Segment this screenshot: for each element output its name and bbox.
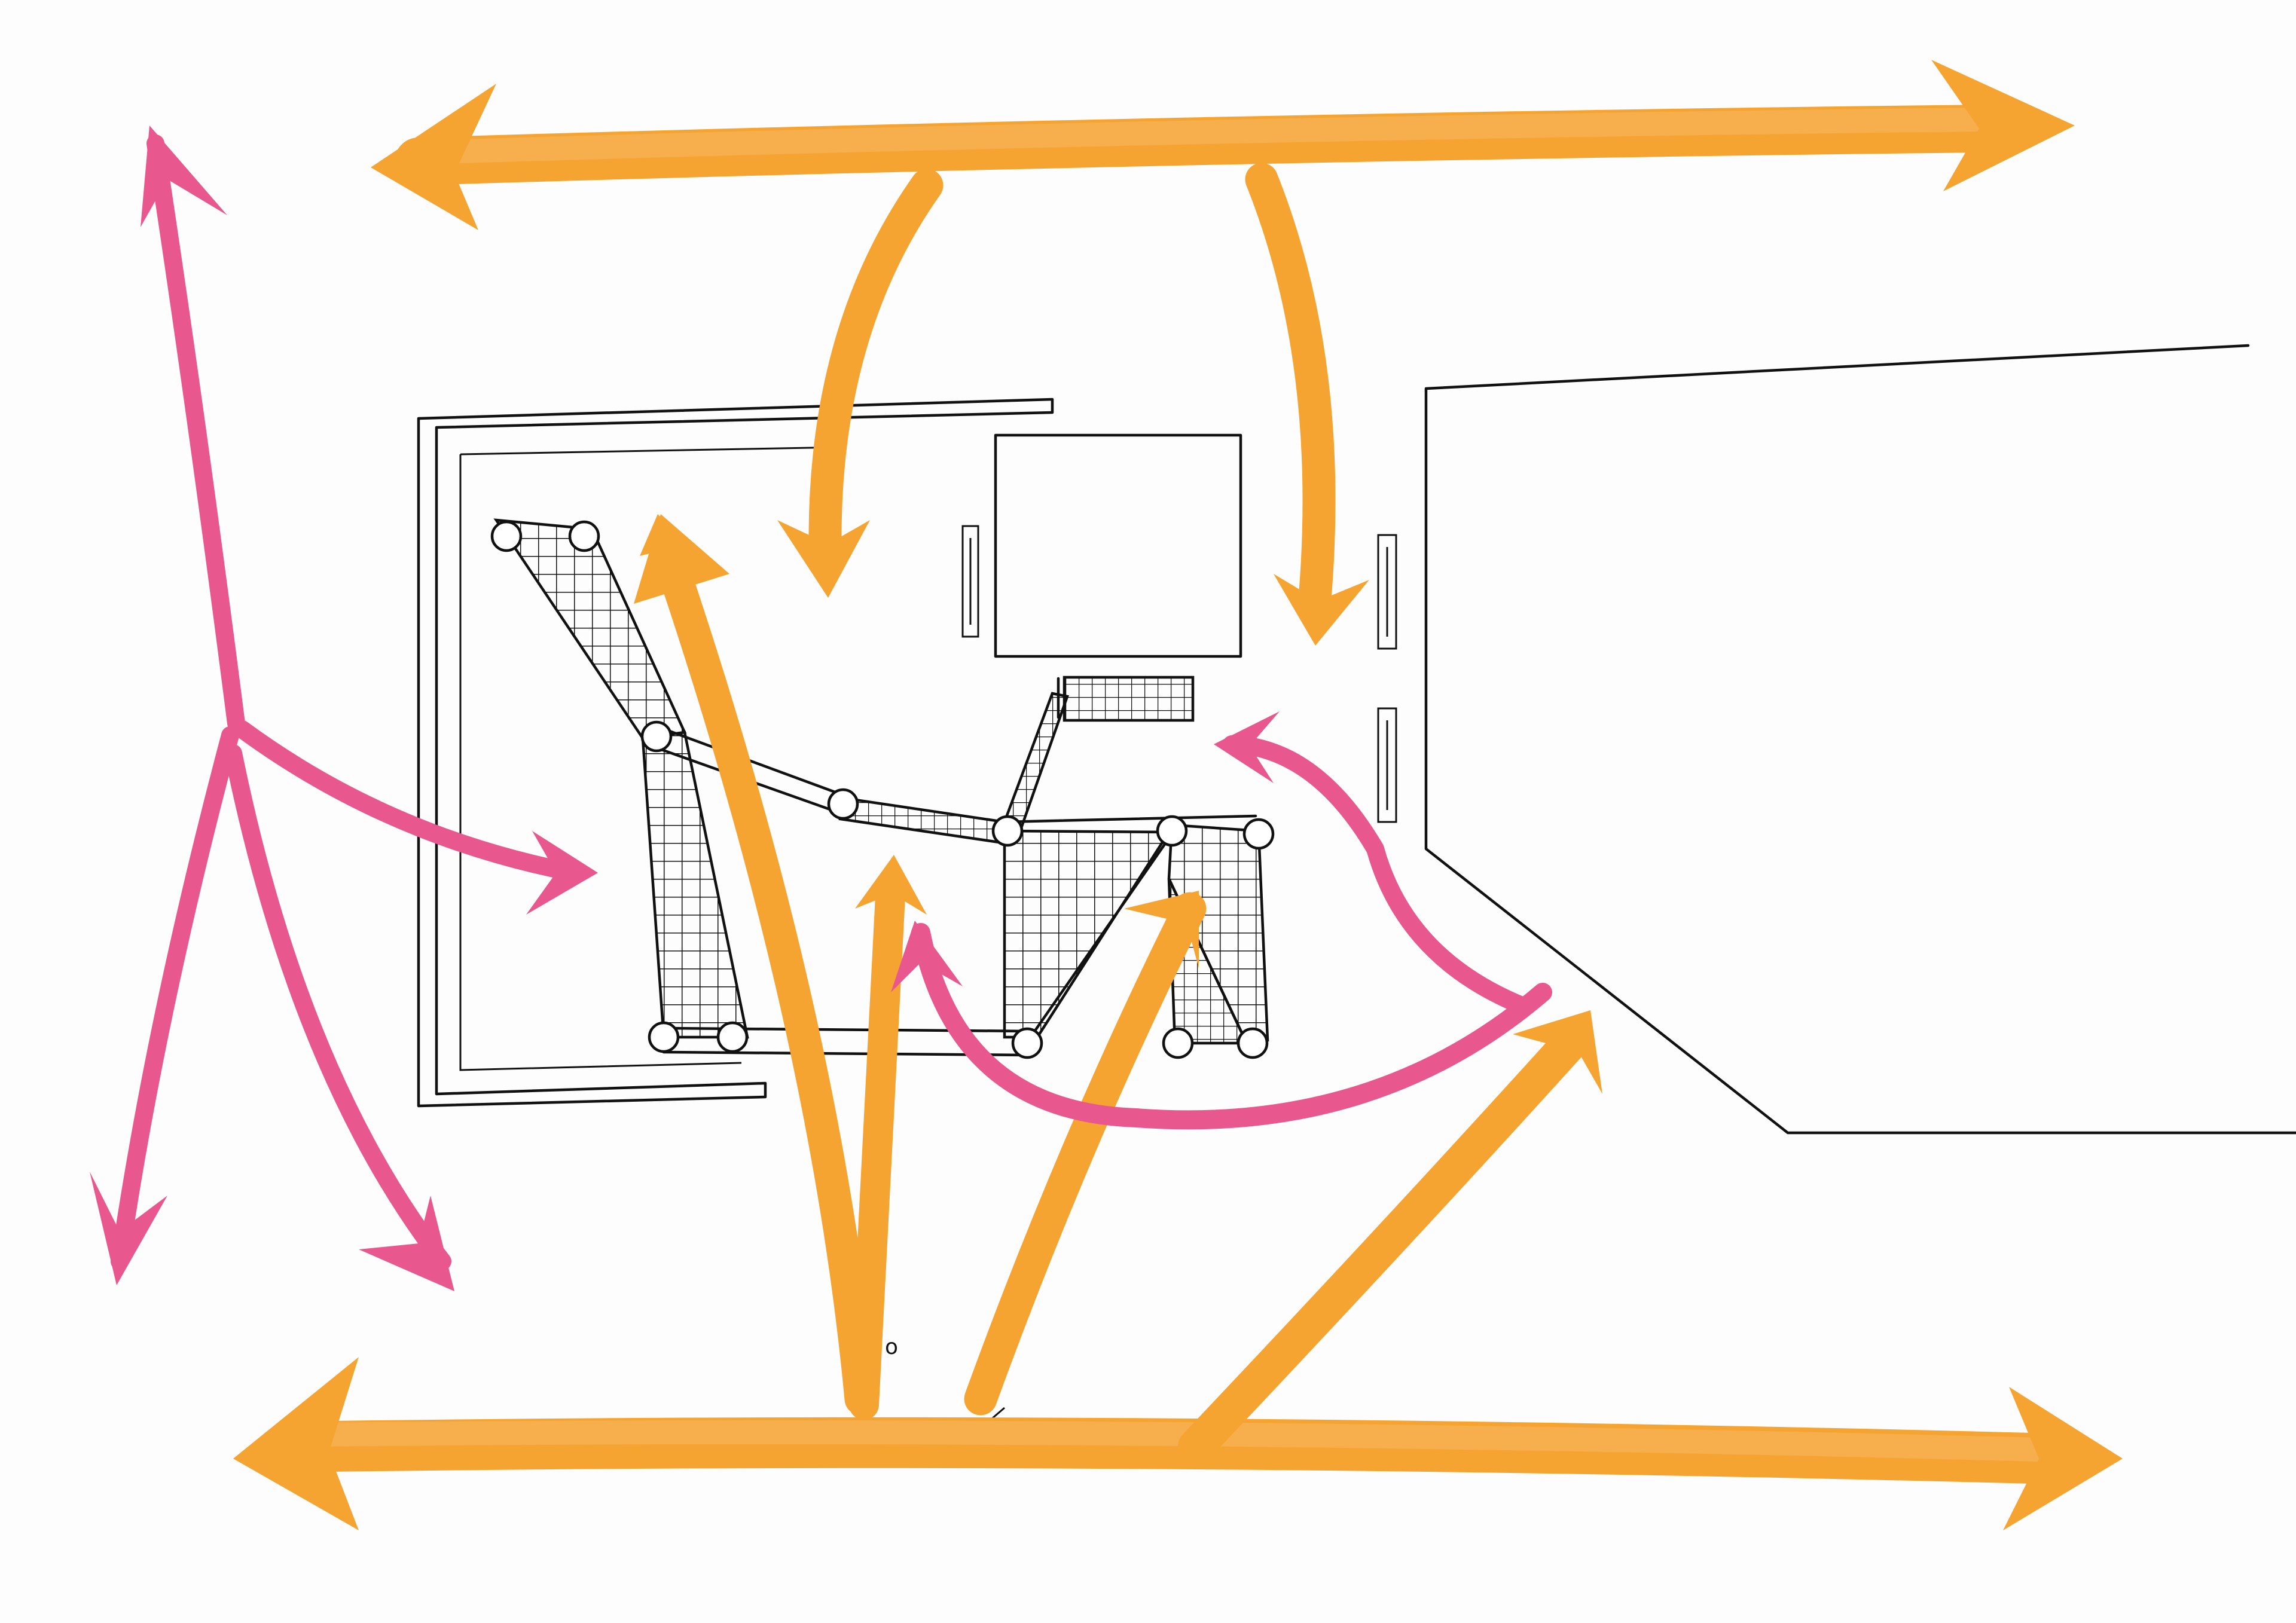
arrow-pink: [224, 744, 454, 1291]
joint: [1156, 815, 1188, 847]
joint: [1236, 1027, 1269, 1059]
square-block: [994, 433, 1242, 658]
building-outline: [1424, 344, 2296, 1135]
pink-arrows: [90, 126, 1552, 1291]
joint: [1242, 818, 1275, 850]
arrow-pink: [233, 720, 598, 915]
arrow-orange: [964, 891, 1207, 1416]
arrow-orange: [233, 1357, 2123, 1530]
arrow-orange: [849, 855, 927, 1420]
joint: [991, 815, 1024, 847]
joint: [1011, 1027, 1043, 1059]
joint: [568, 520, 600, 552]
arrow-orange: [371, 60, 2075, 230]
joint: [490, 520, 523, 552]
arrow-pink: [90, 726, 239, 1285]
arrow-pink: [141, 126, 245, 732]
joint: [648, 1021, 680, 1053]
arrow-orange: [634, 514, 878, 1416]
ink-drawing: o: [417, 344, 2296, 1427]
small-mark: o: [885, 1335, 898, 1359]
arrow-pink: [891, 921, 1552, 1130]
arrow-orange: [777, 169, 944, 598]
mesh-structure: [490, 518, 1275, 1059]
orange-arrows: [233, 60, 2123, 1530]
joint: [640, 720, 673, 753]
arrow-orange: [1178, 1010, 1602, 1465]
site-frame: [417, 398, 1054, 1108]
joint: [1162, 1027, 1194, 1059]
joint: [827, 788, 859, 820]
joint: [716, 1021, 749, 1053]
arrow-pink: [1214, 711, 1528, 1013]
arrow-orange: [1245, 163, 1369, 646]
window-markers: [961, 525, 1397, 823]
